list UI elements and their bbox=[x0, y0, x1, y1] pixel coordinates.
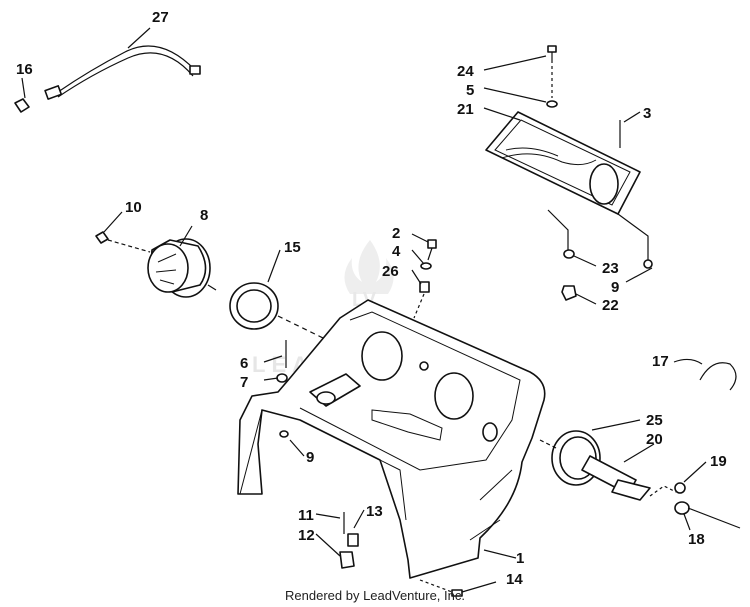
part-clip bbox=[315, 509, 365, 569]
part-small-bulb bbox=[95, 211, 151, 253]
part-spring-ring bbox=[673, 358, 737, 391]
callout-19: 19 bbox=[710, 453, 727, 470]
part-decal-housing bbox=[483, 45, 649, 260]
callout-16: 16 bbox=[16, 61, 33, 78]
callout-11: 11 bbox=[298, 507, 314, 524]
callout-2: 2 bbox=[392, 225, 400, 242]
callout-7: 7 bbox=[240, 374, 248, 391]
callout-23: 23 bbox=[602, 260, 619, 277]
callout-6: 6 bbox=[240, 355, 248, 372]
footer-credit: Rendered by LeadVenture, Inc. bbox=[285, 588, 465, 603]
part-tube bbox=[581, 443, 655, 501]
callout-12: 12 bbox=[298, 527, 315, 544]
callout-14: 14 bbox=[506, 571, 523, 588]
callout-26: 26 bbox=[382, 263, 399, 280]
callout-27: 27 bbox=[152, 9, 169, 26]
part-bezel-ring bbox=[229, 249, 451, 401]
callout-labels: 27 16 24 5 21 3 10 8 2 4 26 15 23 9 22 6… bbox=[16, 9, 727, 588]
callout-5: 5 bbox=[466, 82, 474, 99]
callout-1: 1 bbox=[516, 550, 524, 567]
part-bulb bbox=[14, 77, 30, 113]
callout-18: 18 bbox=[688, 531, 705, 548]
part-dash-panel bbox=[237, 299, 546, 579]
watermark-flame-icon bbox=[344, 240, 394, 294]
part-gauge bbox=[147, 225, 217, 298]
callout-25: 25 bbox=[646, 412, 663, 429]
callout-8: 8 bbox=[200, 207, 208, 224]
part-screw-stack bbox=[411, 233, 437, 319]
callout-10: 10 bbox=[125, 199, 142, 216]
part-left-screws bbox=[263, 340, 305, 457]
callout-20: 20 bbox=[646, 431, 663, 448]
part-small-hardware bbox=[561, 249, 653, 305]
callout-13: 13 bbox=[366, 503, 383, 520]
callout-9b: 9 bbox=[306, 449, 314, 466]
callout-9a: 9 bbox=[611, 279, 619, 296]
callout-21: 21 bbox=[457, 101, 474, 118]
callout-15: 15 bbox=[284, 239, 301, 256]
callout-4: 4 bbox=[392, 243, 401, 260]
callout-17: 17 bbox=[652, 353, 669, 370]
callout-24: 24 bbox=[457, 63, 474, 80]
part-harness-cable bbox=[44, 27, 201, 100]
callout-3: 3 bbox=[643, 105, 651, 122]
part-bottom-screw bbox=[419, 579, 497, 597]
part-cable-end bbox=[649, 461, 741, 531]
callout-22: 22 bbox=[602, 297, 619, 314]
